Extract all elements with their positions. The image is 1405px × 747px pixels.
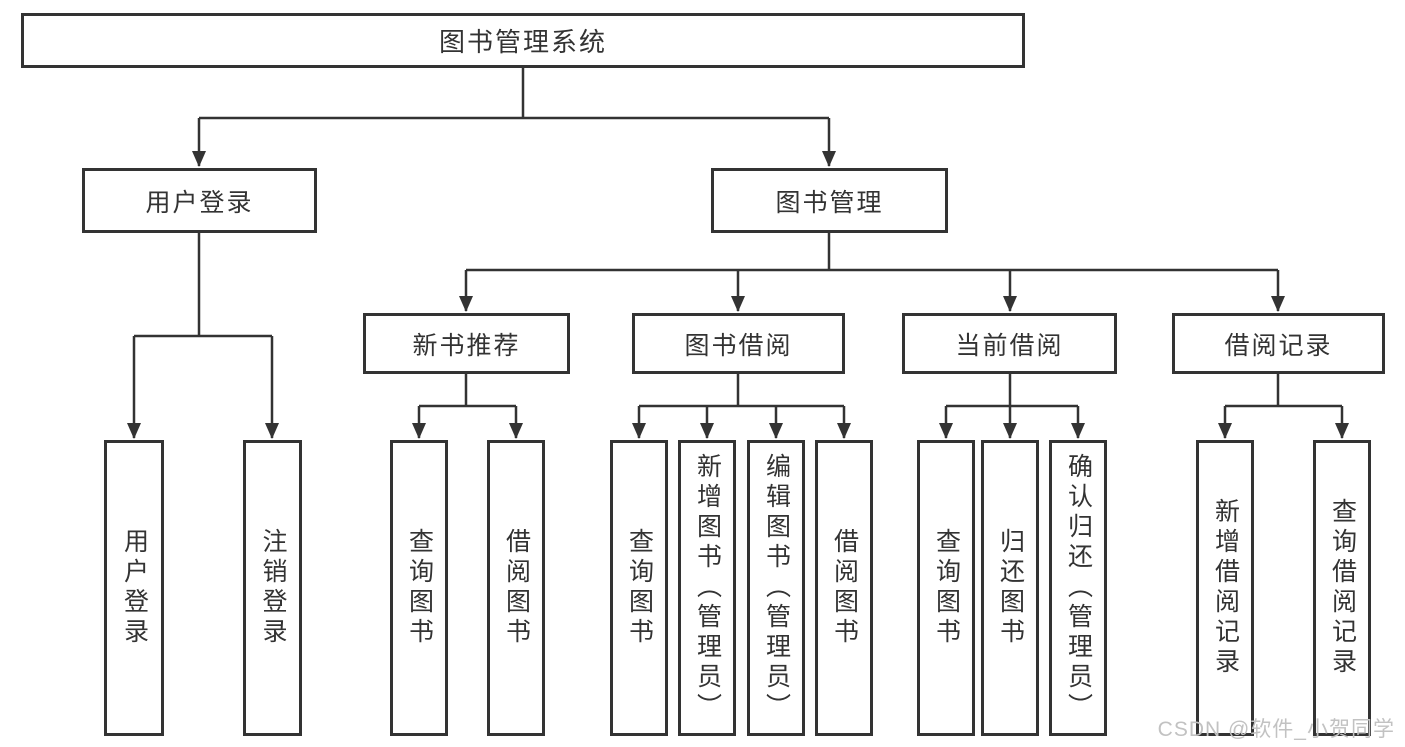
node-root: 图书管理系统 — [21, 13, 1025, 68]
leaf-query-books-current: 查询图书 — [917, 440, 975, 736]
node-user-login: 用户登录 — [82, 168, 317, 233]
leaf-borrow-books-borrowing: 借阅图书 — [815, 440, 873, 736]
leaf-confirm-return-admin: 确认归还（管理员） — [1049, 440, 1107, 736]
csdn-watermark: CSDN @软件_小贺同学 — [1157, 718, 1395, 741]
node-book-management: 图书管理 — [711, 168, 948, 233]
node-book-borrowing: 图书借阅 — [632, 313, 845, 374]
leaf-query-books-recommend: 查询图书 — [390, 440, 448, 736]
leaf-add-books-admin: 新增图书（管理员） — [678, 440, 736, 736]
node-new-book-recommendation: 新书推荐 — [363, 313, 570, 374]
leaf-add-borrow-record: 新增借阅记录 — [1196, 440, 1254, 736]
node-borrowing-records: 借阅记录 — [1172, 313, 1385, 374]
leaf-return-books: 归还图书 — [981, 440, 1039, 736]
leaf-edit-books-admin: 编辑图书（管理员） — [747, 440, 805, 736]
leaf-query-books-borrowing: 查询图书 — [610, 440, 668, 736]
leaf-user-login: 用户登录 — [104, 440, 164, 736]
leaf-query-borrow-record: 查询借阅记录 — [1313, 440, 1371, 736]
leaf-logout: 注销登录 — [243, 440, 302, 736]
leaf-borrow-books-recommend: 借阅图书 — [487, 440, 545, 736]
node-current-borrowing: 当前借阅 — [902, 313, 1117, 374]
